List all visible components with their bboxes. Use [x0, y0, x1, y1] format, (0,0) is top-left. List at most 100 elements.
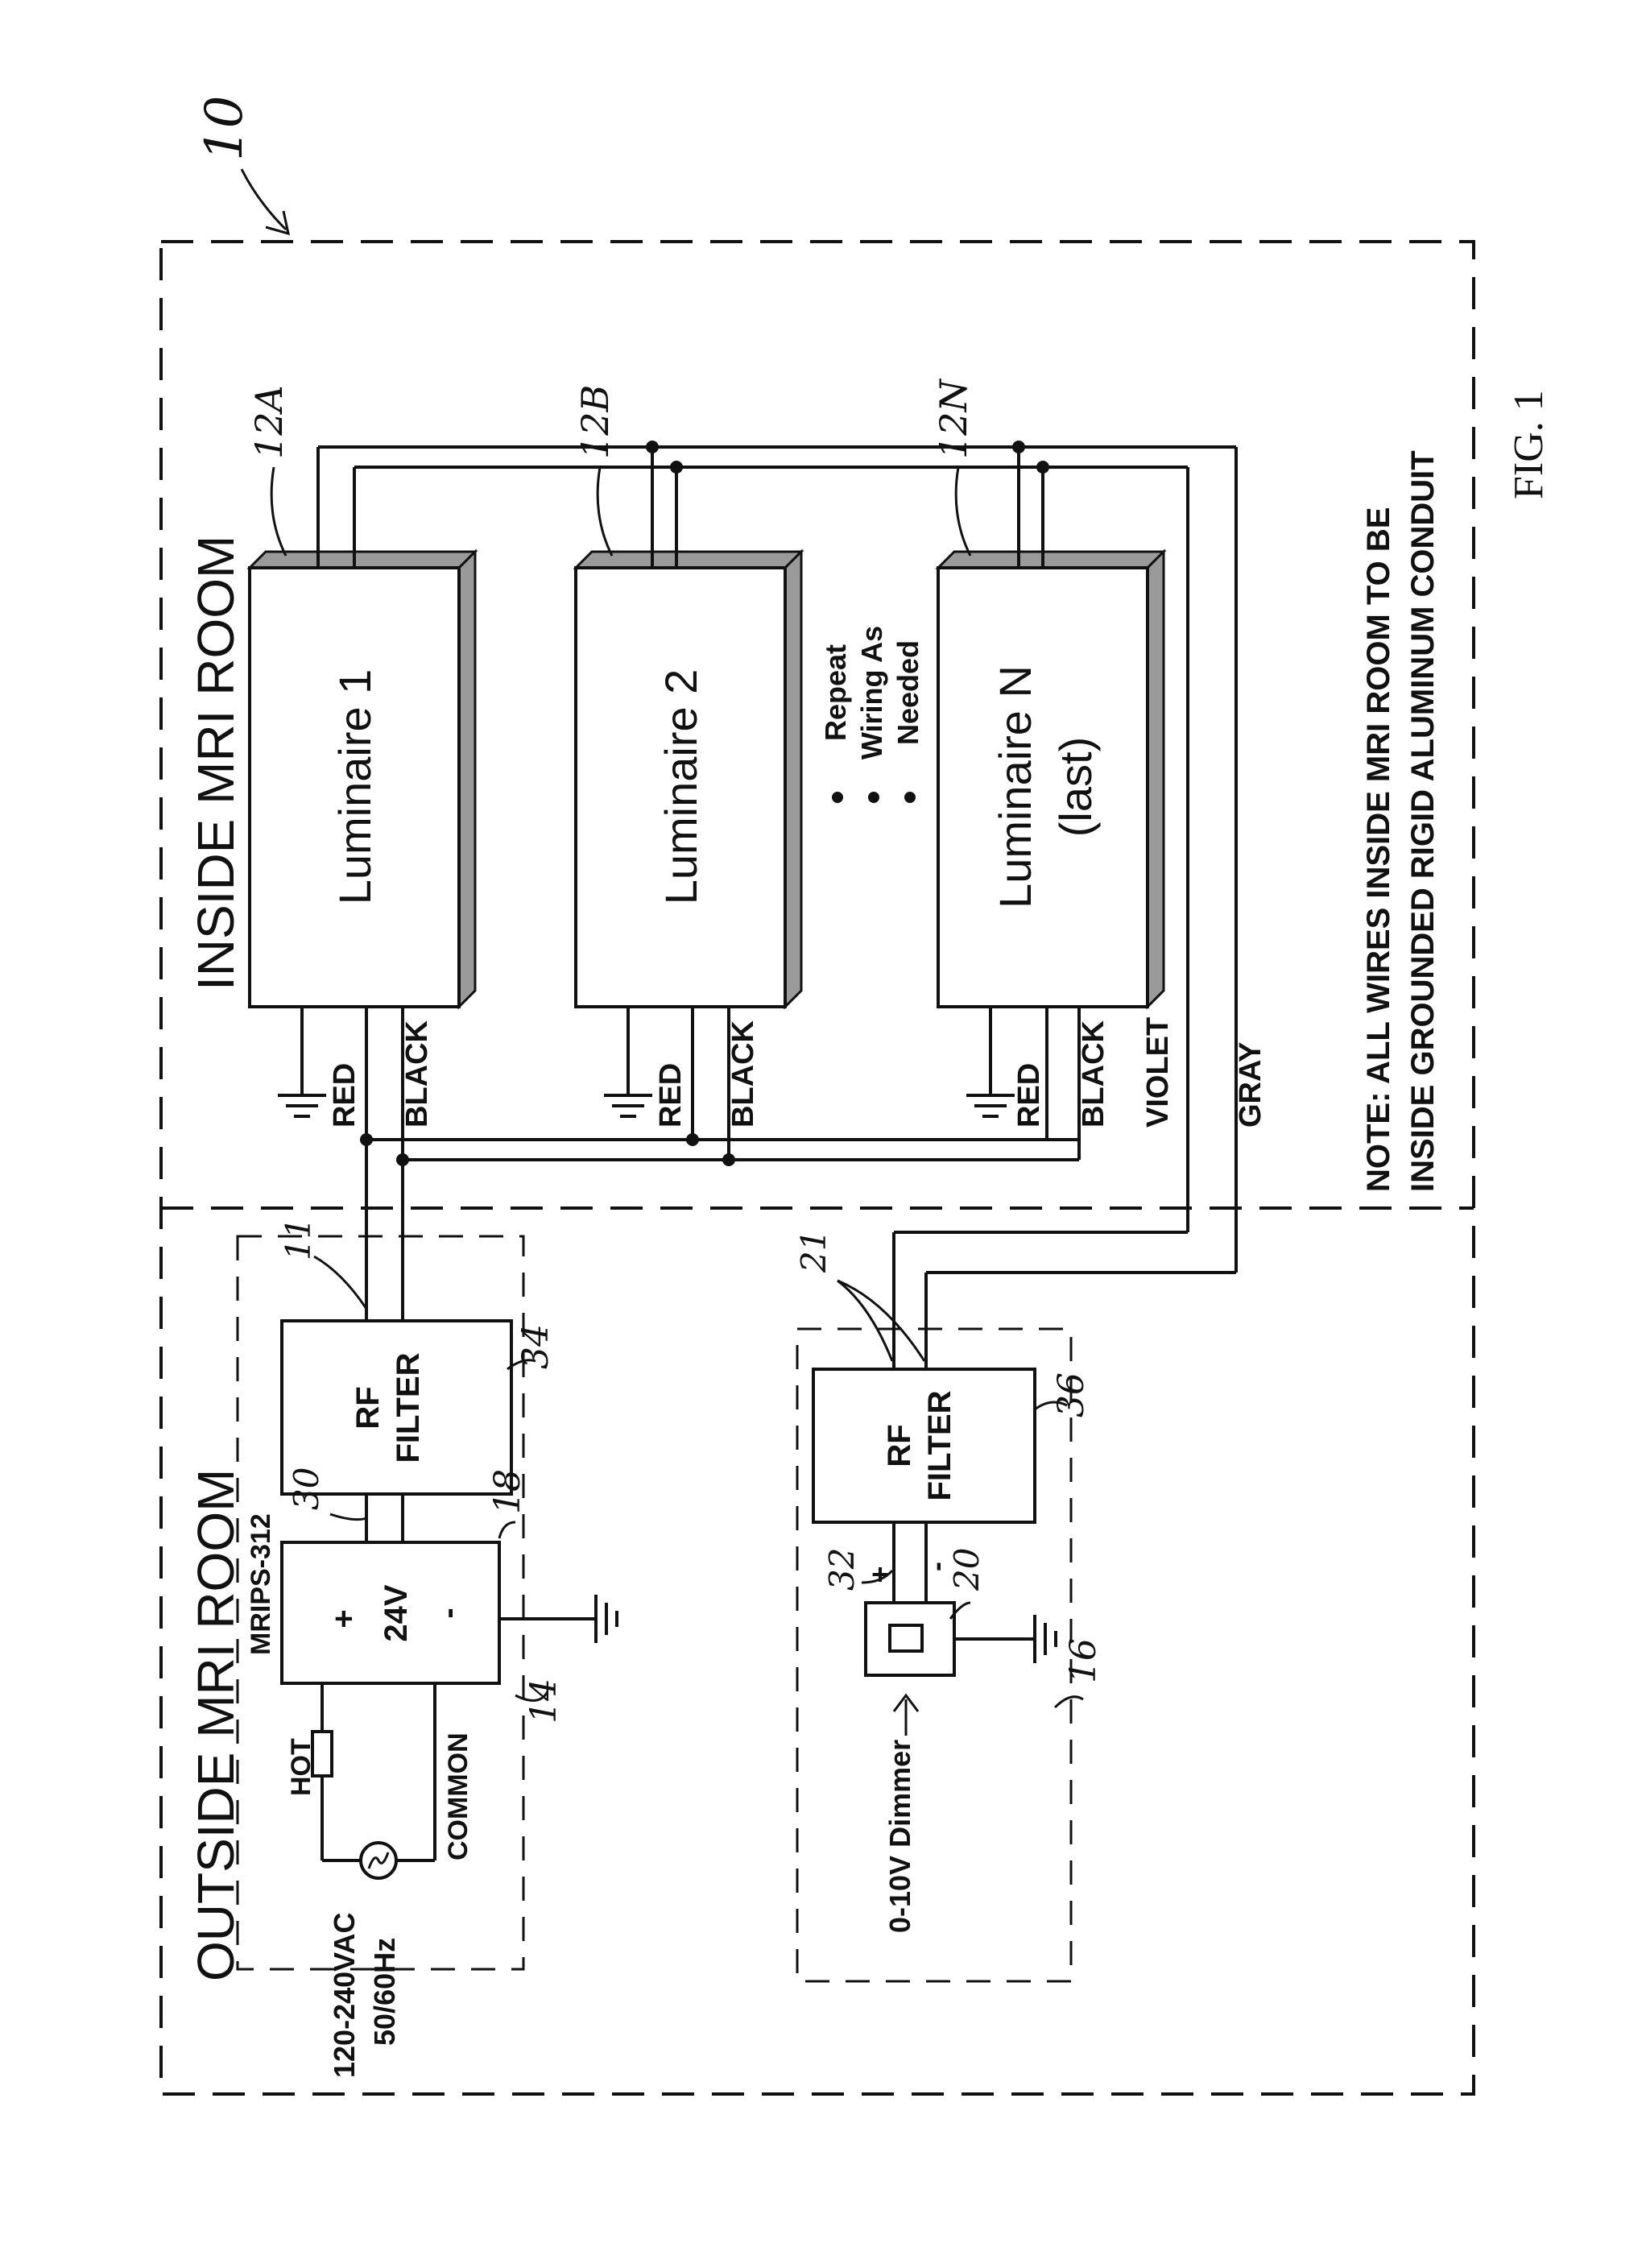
luminaire-n-body [937, 566, 1149, 1008]
repeat-dot-2 [868, 792, 879, 803]
ref-12b-leader [596, 466, 614, 557]
luminaire-2: Luminaire 2 [573, 548, 804, 1010]
luminaire-1: Luminaire 1 [246, 548, 478, 1010]
ground-luminaire-n [966, 1007, 1015, 1118]
fuse [311, 1730, 333, 1778]
junction-black-1 [396, 1153, 409, 1166]
ref-14-leader [515, 1691, 549, 1702]
junction-red-2 [686, 1133, 699, 1146]
dimmer-knob [888, 1624, 924, 1653]
ref-10: 10 [195, 96, 254, 161]
dimmer-plus: + [863, 1566, 896, 1583]
dimmer-arrow-icon [892, 1693, 920, 1736]
dimmer-label: 0-10V Dimmer [883, 1740, 916, 1933]
ground-dimmer [954, 1615, 1057, 1663]
luminaire-n-side-face [1146, 548, 1165, 1010]
ground-supply [499, 1595, 618, 1643]
lum2-black-label: BLACK [726, 1020, 760, 1128]
dimmer-module-boundary [796, 1327, 1073, 1983]
ref-18: 18 [487, 1469, 528, 1514]
rf-filter-36-line2: FILTER [922, 1390, 957, 1500]
luminaire-1-body [248, 566, 461, 1008]
source-line-2: 50/60Hz [368, 1938, 401, 2046]
lum2-red-label: RED [654, 1063, 688, 1128]
lum1-black-label: BLACK [400, 1020, 434, 1128]
ref-11-leader [313, 1255, 368, 1310]
luminaire-2-top-face [573, 550, 804, 569]
rf-filter-36 [812, 1368, 1036, 1524]
luminaire-2-side-face [784, 548, 803, 1010]
repeat-wiring-note: Repeat Wiring As Needed [819, 626, 924, 803]
junction-black-2 [722, 1153, 735, 1166]
ac-wave [367, 1852, 390, 1869]
ref-20-leader [949, 1601, 971, 1620]
repeat-dot-1 [832, 792, 843, 803]
luminaire-n: Luminaire N (last) [935, 548, 1167, 1010]
luminaire-1-side-face [457, 548, 477, 1010]
rf-filter-36-line1: RF [882, 1424, 917, 1467]
lumn-red-label: RED [1012, 1063, 1046, 1128]
ref-36: 36 [1051, 1372, 1092, 1418]
ref-10-leader [240, 168, 287, 231]
hot-label: HOT [286, 1738, 316, 1796]
junction-violet-n [1036, 461, 1049, 474]
note-line-1: NOTE: ALL WIRES INSIDE MRI ROOM TO BE [1361, 507, 1396, 1192]
ref-21-leader-b [837, 1279, 926, 1362]
supply-model: MRIPS-312 [246, 1513, 276, 1655]
luminaire-n-top-face [935, 550, 1167, 569]
repeat-dot-3 [904, 792, 916, 803]
repeat-line-3: Needed [891, 640, 924, 745]
luminaire-1-label: Luminaire 1 [329, 669, 380, 905]
ref-16-leader [1053, 1695, 1084, 1709]
junction-gray-2 [646, 441, 659, 453]
junction-gray-n [1012, 441, 1025, 453]
ref-32-leader [861, 1569, 894, 1584]
inside-room-title: INSIDE MRI ROOM [187, 536, 245, 991]
ref-36-leader [1034, 1401, 1068, 1411]
rf-filter-34 [280, 1319, 513, 1496]
ref-12a-leader [270, 466, 287, 557]
ref-21-leader-a [837, 1279, 894, 1362]
supply-plus: + [326, 1609, 362, 1628]
note-line-2: INSIDE GROUNDED RIGID ALUMINUM CONDUIT [1405, 450, 1441, 1192]
luminaire-n-label-2: (last) [1050, 737, 1101, 837]
junction-red-1 [360, 1133, 373, 1146]
ground-luminaire-2 [604, 1007, 652, 1118]
repeat-line-1: Repeat [819, 644, 852, 741]
supply-voltage: 24V [378, 1584, 414, 1641]
ref-20: 20 [947, 1548, 986, 1591]
ref-11: 11 [279, 1218, 318, 1260]
ref-21: 21 [794, 1230, 833, 1273]
ref-12n-leader [954, 466, 972, 557]
figure-caption: FIG. 1 [1506, 390, 1552, 499]
lumn-black-label: BLACK [1077, 1020, 1110, 1128]
ground-luminaire-1 [278, 1007, 326, 1118]
luminaire-2-label: Luminaire 2 [656, 669, 706, 905]
gray-label: GRAY [1234, 1042, 1268, 1128]
power-module-boundary [236, 1235, 525, 1971]
ref-16: 16 [1063, 1638, 1104, 1683]
ref-10-arrowhead [265, 210, 290, 236]
supply-minus: - [431, 1608, 466, 1618]
system-boundary [159, 240, 1475, 2096]
ref-34-leader [507, 1359, 536, 1371]
junction-violet-2 [670, 461, 683, 474]
luminaire-1-top-face [246, 550, 478, 569]
ref-30: 30 [287, 1467, 326, 1510]
ref-12a: 12A [247, 385, 291, 459]
rf-filter-34-line1: RF [350, 1386, 386, 1429]
luminaire-n-label: Luminaire N [990, 665, 1040, 908]
luminaire-2-body [574, 566, 787, 1008]
outside-room-title: OUTSIDE MRI ROOM [187, 1469, 245, 1981]
common-label: COMMON [443, 1732, 474, 1860]
ref-30-leader [329, 1513, 367, 1521]
ref-32: 32 [822, 1548, 862, 1591]
power-supply-18 [280, 1541, 501, 1685]
rf-filter-34-line2: FILTER [391, 1352, 426, 1463]
violet-label: VIOLET [1141, 1017, 1175, 1128]
repeat-line-2: Wiring As [855, 626, 888, 759]
source-line-1: 120-240VAC [328, 1913, 361, 2078]
dimmer-minus: - [920, 1562, 953, 1571]
ref-18-leader [498, 1521, 516, 1539]
